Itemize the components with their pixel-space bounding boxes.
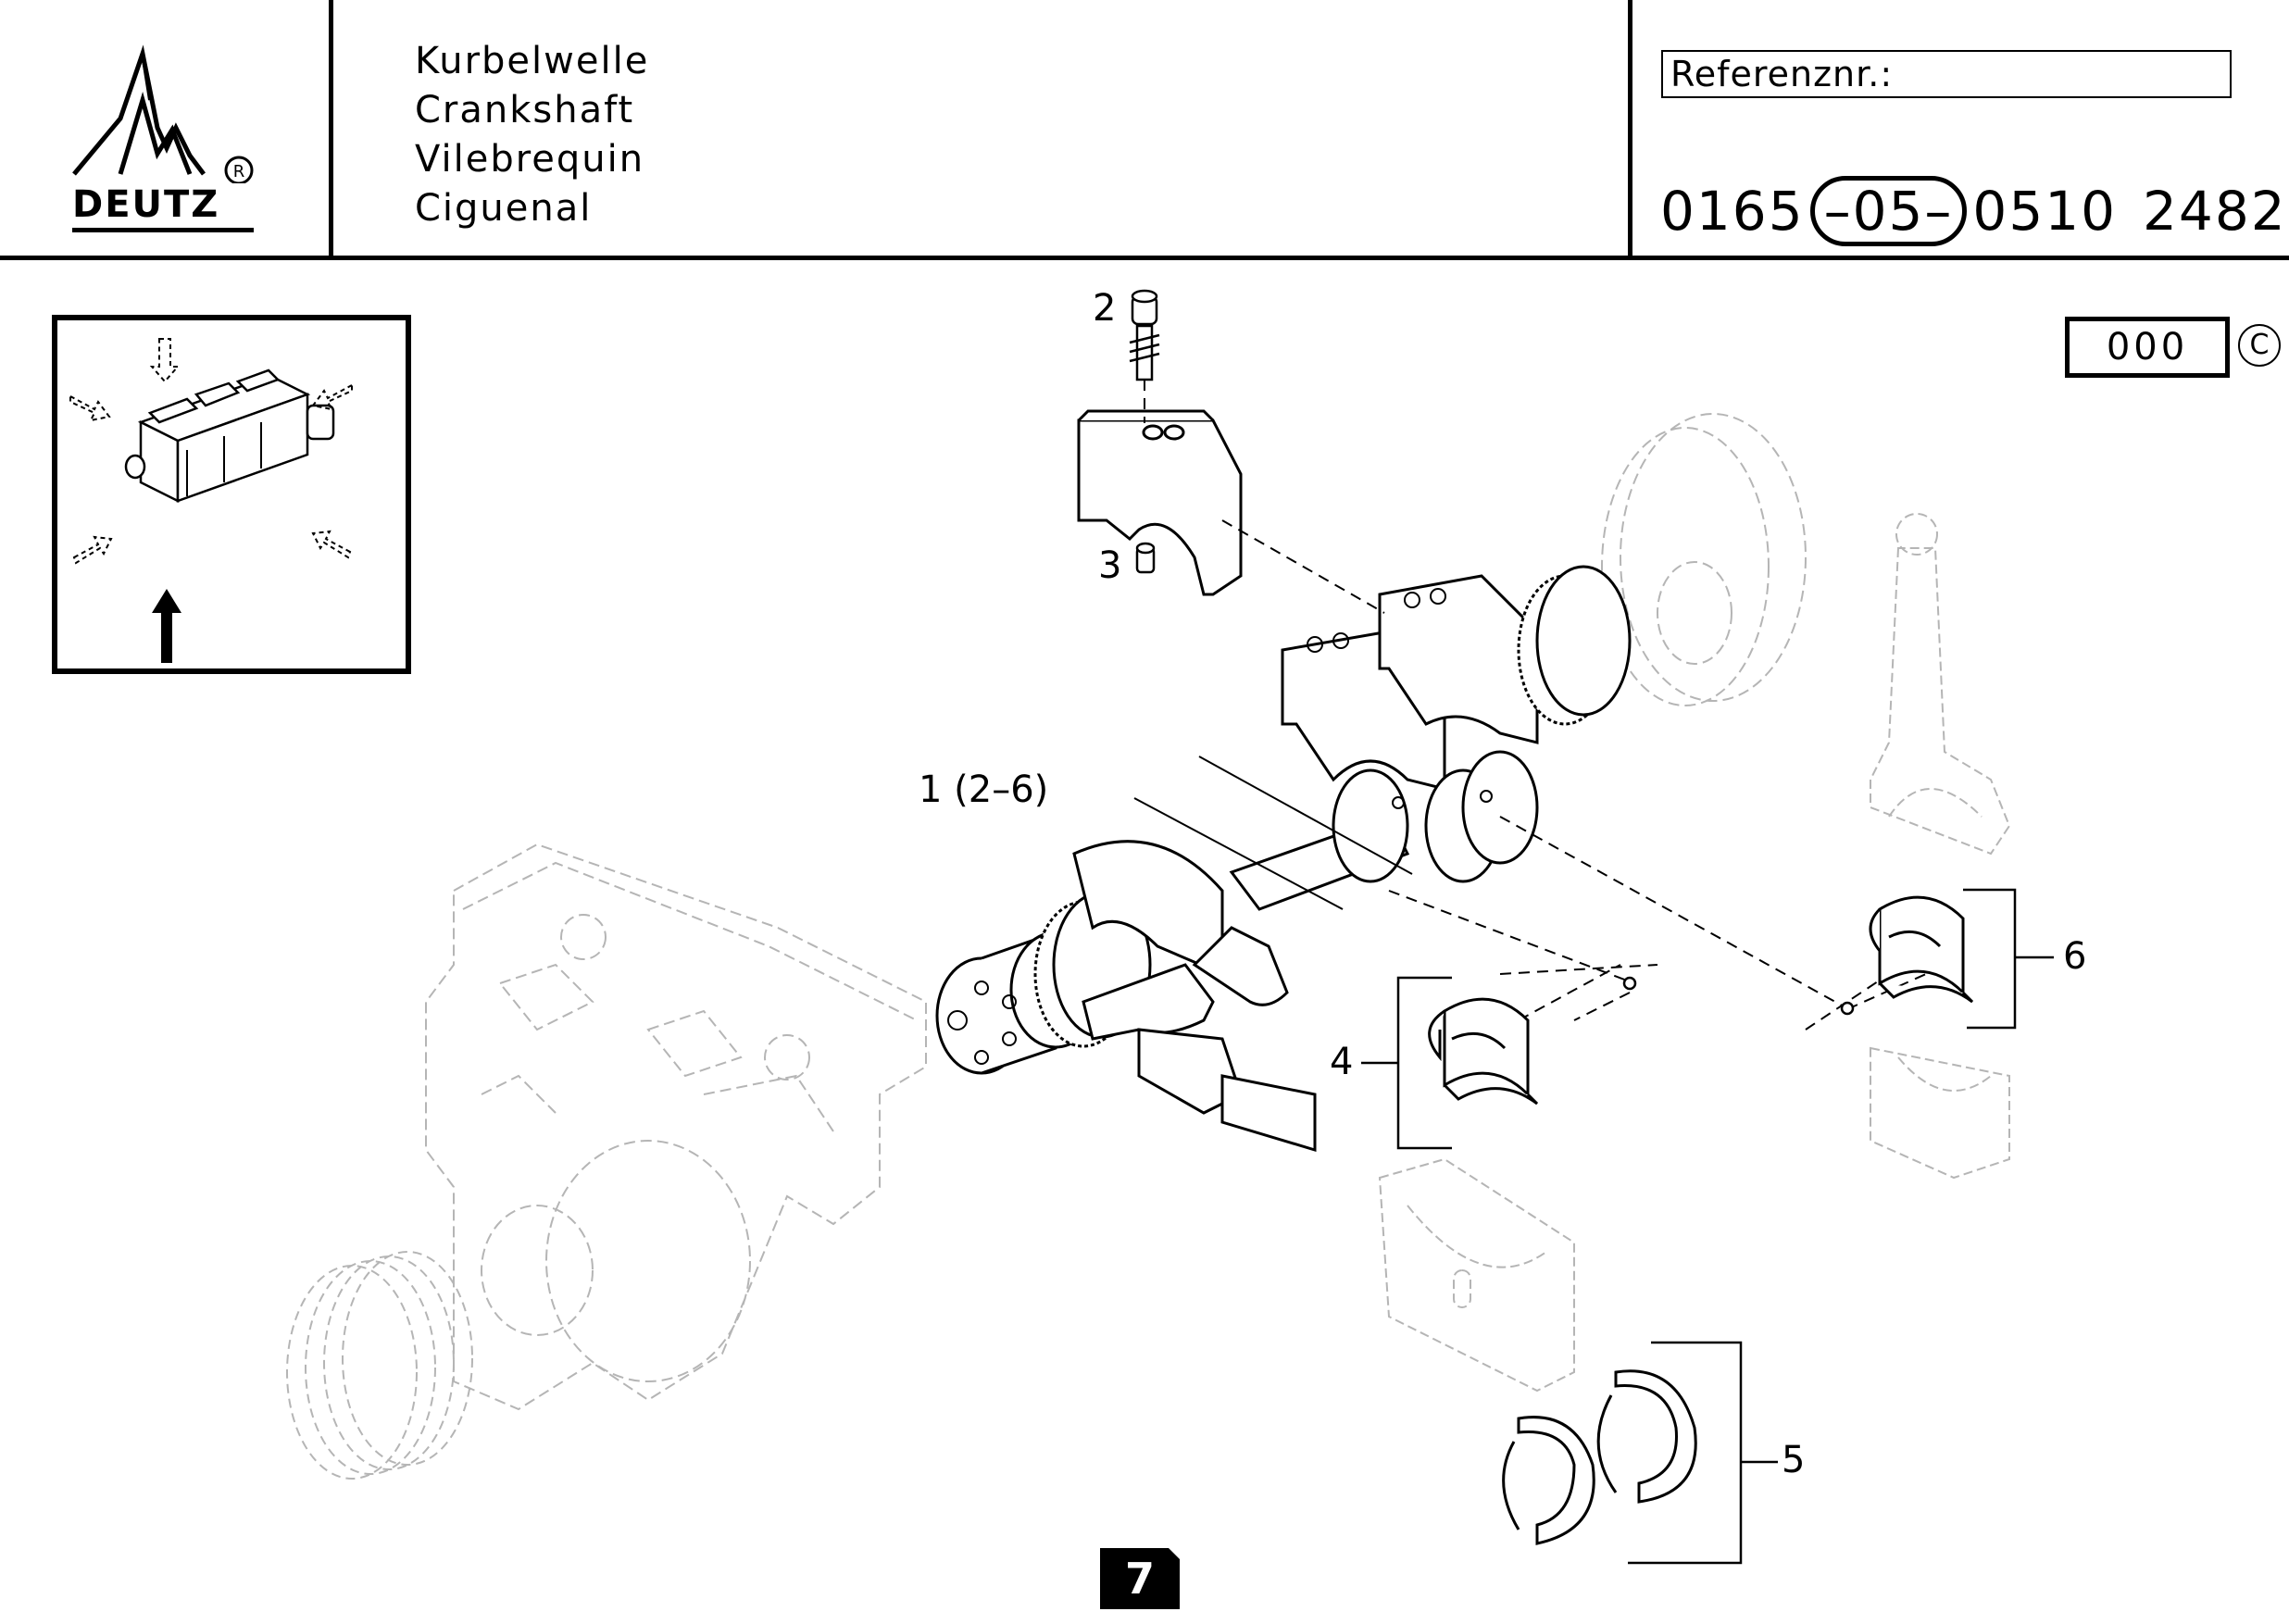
deutz-mountain-icon: R xyxy=(72,44,254,185)
deutz-logo: R DEUTZ xyxy=(65,44,259,239)
bearing-cap-ghost xyxy=(1378,1157,1575,1393)
reference-label-box: Referenznr.: xyxy=(1661,50,2232,98)
callout-item-1: 1 (2–6) xyxy=(919,768,1049,811)
engine-orientation-icon xyxy=(69,338,353,663)
pulley-ghost xyxy=(286,1251,473,1480)
engine-block-ghost xyxy=(425,843,927,1411)
copyright-icon: C xyxy=(2238,324,2281,367)
page-tab-corner xyxy=(1169,1548,1180,1559)
title-english: Crankshaft xyxy=(415,89,635,131)
engine-block-icon xyxy=(124,369,335,504)
reference-part-b-circled: –05– xyxy=(1809,176,1968,246)
reference-number: 0165–05–0510 2482 xyxy=(1660,174,2287,248)
reference-part-d: 2482 xyxy=(2143,180,2287,243)
callout-item-2: 2 xyxy=(1093,287,1117,330)
crankshaft-assembly-drawing xyxy=(286,289,2054,1565)
bearing-shell-item-6 xyxy=(1869,895,1974,1004)
bolt-part xyxy=(1129,289,1160,381)
callout-item-3: 3 xyxy=(1098,544,1122,587)
thrust-washers-item-5 xyxy=(1502,1369,1697,1545)
view-arrows-icon xyxy=(69,338,353,565)
registered-mark: R xyxy=(233,162,245,181)
brand-underline xyxy=(72,228,254,232)
copyright-symbol: C xyxy=(2249,329,2270,361)
view-direction-arrow-icon xyxy=(152,589,181,663)
title-french: Vilebrequin xyxy=(415,138,645,181)
counterweight-part xyxy=(1077,409,1243,596)
exploded-view: 2 3 1 (2–6) 4 6 5 xyxy=(0,261,2289,1620)
callout-item-5: 5 xyxy=(1782,1439,1806,1481)
header-rule xyxy=(0,256,2289,260)
header: R DEUTZ Kurbelwelle Crankshaft Vilebrequ… xyxy=(0,0,2289,261)
callout-item-4: 4 xyxy=(1330,1041,1354,1083)
page-number-tab: 7 xyxy=(1100,1548,1180,1609)
section-lines xyxy=(1133,756,1413,910)
version-box: 000 xyxy=(2065,317,2230,378)
orientation-inset xyxy=(52,315,411,674)
bearing-shell-item-4 xyxy=(1428,997,1539,1106)
callout-brackets xyxy=(1361,888,2054,1565)
header-divider-left xyxy=(329,0,333,259)
crankshaft-holes xyxy=(947,588,1493,1065)
flywheel-ghost xyxy=(1601,413,1807,706)
reference-part-a: 0165 xyxy=(1660,180,1805,243)
header-divider-right xyxy=(1628,0,1632,259)
dowel-pins xyxy=(1622,976,1855,1016)
crankshaft-part xyxy=(935,565,1632,1153)
connecting-rod-ghost xyxy=(1870,513,2011,1180)
title-german: Kurbelwelle xyxy=(415,40,650,82)
page-number: 7 xyxy=(1124,1554,1155,1604)
reference-part-c: 0510 xyxy=(1972,180,2118,243)
callout-item-6: 6 xyxy=(2063,935,2087,978)
brand-name: DEUTZ xyxy=(72,183,220,226)
title-block: Kurbelwelle Crankshaft Vilebrequin Cigue… xyxy=(415,37,649,233)
title-spanish: Ciguenal xyxy=(415,187,593,230)
version-code: 000 xyxy=(2106,326,2189,369)
reference-label: Referenznr.: xyxy=(1670,54,1894,94)
sleeve-part xyxy=(1135,542,1156,574)
